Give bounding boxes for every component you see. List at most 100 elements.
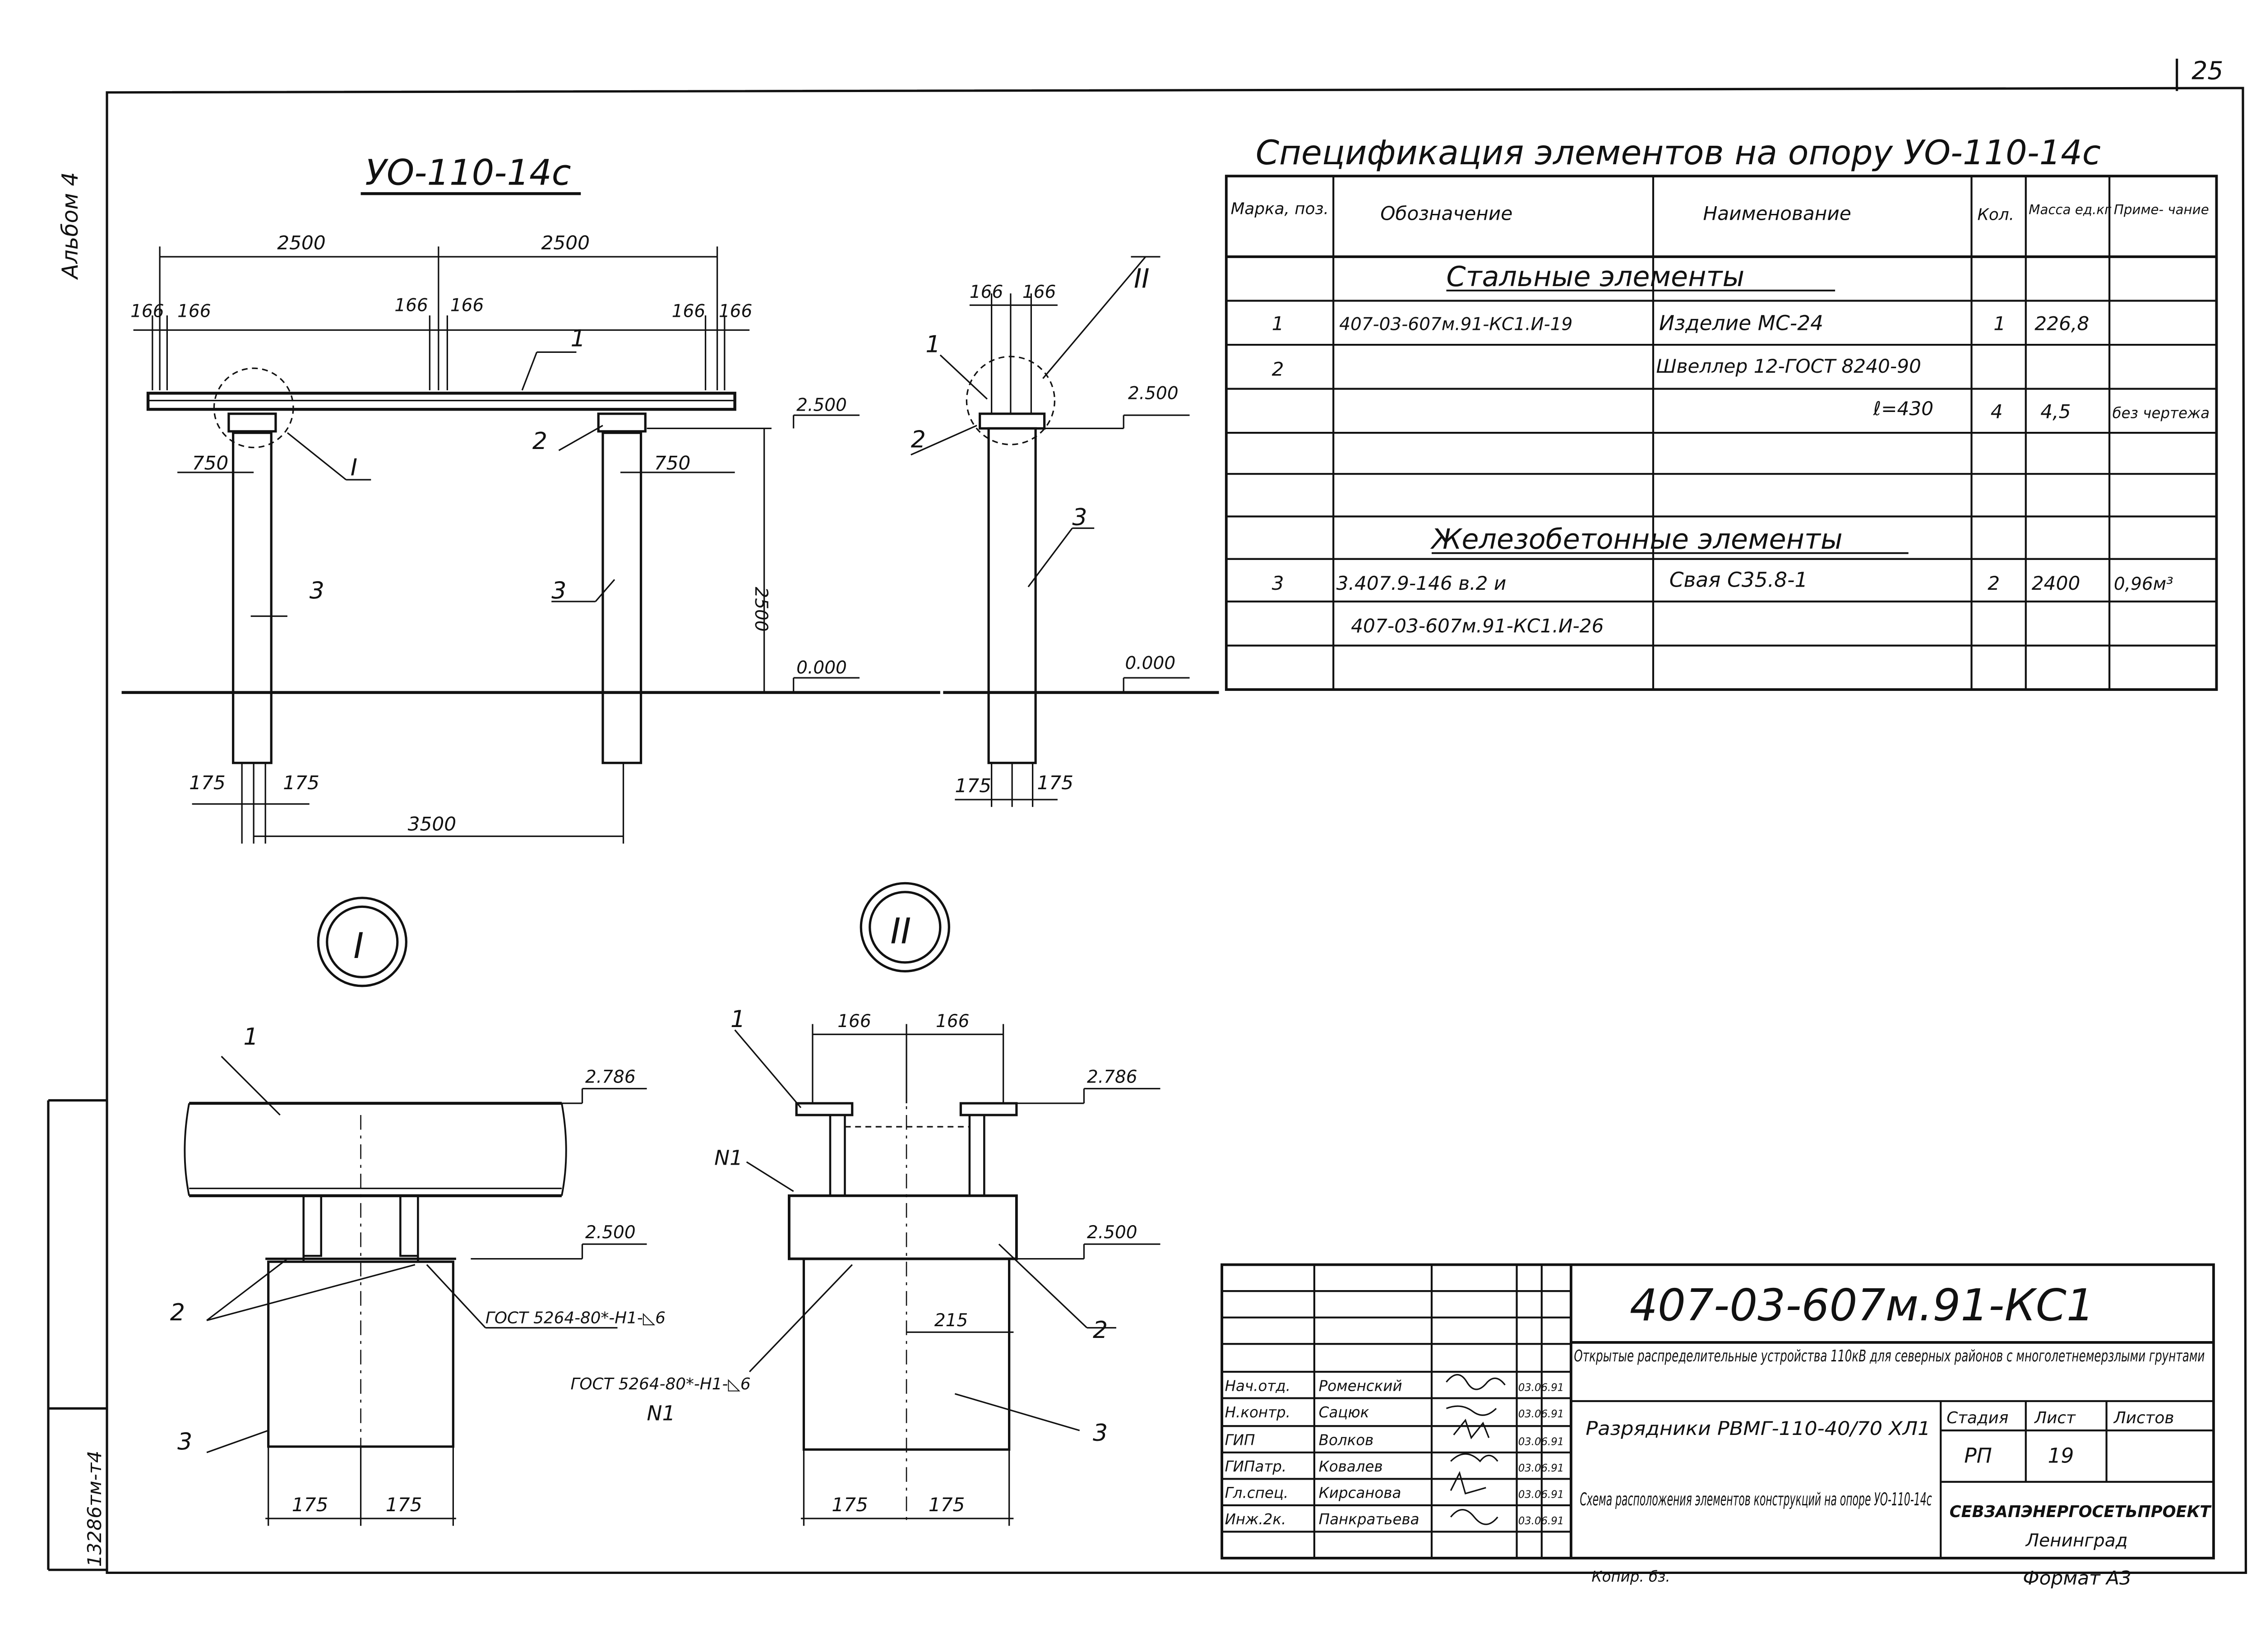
sheets-label: Листов xyxy=(2113,1409,2174,1427)
person-date: 03.06.91 xyxy=(1518,1408,1564,1420)
person-name: Сацюк xyxy=(1319,1404,1369,1421)
spec-section-concrete: Железобетонные элементы xyxy=(1430,523,1843,555)
dim-base: 3500 xyxy=(408,813,457,835)
person-date: 03.06.91 xyxy=(1518,1462,1564,1474)
specification-table xyxy=(1225,175,2218,691)
sheet-label: Лист xyxy=(2034,1409,2076,1427)
spec-cell: ℓ=430 xyxy=(1873,398,1934,420)
album-label: Альбом 4 xyxy=(58,172,83,280)
dim-pitch: 166 xyxy=(719,301,752,321)
page-number: 25 xyxy=(2191,57,2223,86)
dim-pile: 175 xyxy=(955,775,991,797)
spec-cell: 4 xyxy=(1991,401,2003,423)
mark-1: 1 xyxy=(730,1006,745,1033)
spec-cell: 1 xyxy=(1272,313,1284,335)
spec-header: Наименование xyxy=(1703,203,1851,225)
person-role: Н.контр. xyxy=(1225,1404,1290,1421)
spec-title: Спецификация элементов на опору УО-110-1… xyxy=(1256,133,2101,172)
mark-3: 3 xyxy=(177,1428,192,1455)
detail-II-label: II xyxy=(890,912,911,952)
dim-span-left: 2500 xyxy=(277,232,326,254)
mark-2: 2 xyxy=(170,1299,185,1326)
person-role: Инж.2к. xyxy=(1225,1511,1286,1528)
organization: СЕВЗАПЭНЕРГОСЕТЬПРОЕКТ xyxy=(1950,1503,2212,1521)
spec-header: Масса ед.кг xyxy=(2029,202,2112,217)
spec-cell: 226,8 xyxy=(2034,313,2089,335)
spec-cell: 2 xyxy=(1272,358,1284,380)
dim-pile: 175 xyxy=(1037,772,1073,794)
sheet-value: 19 xyxy=(2048,1444,2074,1468)
weld-mark: N1 xyxy=(714,1146,743,1170)
side-stamp: 13286тм-т4 xyxy=(83,1451,106,1567)
level-mid: 2.500 xyxy=(1087,1222,1137,1243)
spec-cell: 2400 xyxy=(2032,572,2080,594)
stage-label: Стадия xyxy=(1946,1409,2008,1427)
level-top: 2.500 xyxy=(796,395,847,415)
mark-3: 3 xyxy=(1093,1420,1108,1447)
mark-3: 3 xyxy=(551,578,566,605)
dim-b: 175 xyxy=(929,1494,965,1516)
spec-cell: 3 xyxy=(1272,572,1284,594)
dim-pitch: 166 xyxy=(450,295,484,315)
level-top: 2.500 xyxy=(1128,383,1179,403)
spec-cell: 1 xyxy=(1993,313,2006,335)
weld-note: ГОСТ 5264-80*-Н1-◺6 xyxy=(570,1375,750,1393)
dim-overhang-left: 750 xyxy=(192,452,229,474)
dim-pile: 175 xyxy=(189,772,226,794)
spec-cell: 2 xyxy=(1988,572,2000,594)
mark-1: 1 xyxy=(243,1023,258,1050)
format-label: Формат А3 xyxy=(2023,1567,2131,1589)
mark-1: 1 xyxy=(925,331,940,358)
person-name: Роменский xyxy=(1319,1377,1402,1394)
person-date: 03.06.91 xyxy=(1518,1436,1564,1448)
mark-2: 2 xyxy=(911,426,926,453)
mark-3: 3 xyxy=(310,578,324,605)
dim-a: 175 xyxy=(832,1494,868,1516)
dim-a: 175 xyxy=(292,1494,328,1516)
level-top: 2.786 xyxy=(585,1067,636,1087)
spec-header: Приме- чание xyxy=(2114,202,2209,217)
project-title: Открытые распределительные устройства 11… xyxy=(1574,1347,2205,1365)
sheet-frame xyxy=(106,87,2247,1574)
person-role: ГИП xyxy=(1225,1432,1255,1449)
copied-note: Копир. бз. xyxy=(1591,1568,1670,1585)
spec-header: Кол. xyxy=(1978,206,2014,224)
spec-cell: 3.407.9-146 в.2 и xyxy=(1336,572,1507,594)
mark-1: 1 xyxy=(570,325,585,352)
dim-span-right: 2500 xyxy=(541,232,590,254)
spec-cell: Изделие МС-24 xyxy=(1659,311,1823,335)
dim-pitch: 166 xyxy=(672,301,705,321)
main-elevation-view xyxy=(121,192,940,844)
spec-cell: 407-03-607м.91-КС1.И-19 xyxy=(1339,315,1572,335)
dim-b: 175 xyxy=(386,1494,422,1516)
detail-I-label: I xyxy=(353,926,364,967)
dim-pitch: 166 xyxy=(177,301,211,321)
person-name: Волков xyxy=(1319,1432,1374,1449)
spec-cell: 0,96м³ xyxy=(2114,574,2173,594)
callout-II: II xyxy=(1134,263,1150,294)
mark-2: 2 xyxy=(1093,1317,1108,1344)
dim-pitch: 166 xyxy=(130,301,164,321)
dim-pitch: 166 xyxy=(394,295,428,315)
person-date: 03.06.91 xyxy=(1518,1515,1564,1527)
signature xyxy=(1446,1374,1506,1390)
person-name: Кирсанова xyxy=(1319,1485,1401,1502)
dim-overhang-right: 750 xyxy=(654,452,691,474)
spec-cell: 4,5 xyxy=(2040,401,2071,423)
spec-cell: 407-03-607м.91-КС1.И-26 xyxy=(1351,615,1604,637)
city: Ленинград xyxy=(2025,1531,2128,1551)
person-date: 03.06.91 xyxy=(1518,1489,1564,1501)
spec-header: Обозначение xyxy=(1380,203,1512,225)
dim-pitch: 166 xyxy=(970,282,1003,302)
level-mid: 2.500 xyxy=(585,1222,636,1243)
object-title: Разрядники РВМГ-110-40/70 ХЛ1 xyxy=(1586,1417,1930,1439)
mark-3: 3 xyxy=(1072,504,1087,531)
level-ground: 0.000 xyxy=(796,657,847,678)
spec-cell: Швеллер 12-ГОСТ 8240-90 xyxy=(1656,355,1921,377)
stage-value: РП xyxy=(1964,1444,1992,1468)
sheet-title: Схема расположения элементов конструкций… xyxy=(1580,1490,1932,1510)
dim-offset: 215 xyxy=(934,1310,968,1331)
side-elevation-view xyxy=(911,256,1219,807)
person-role: Нач.отд. xyxy=(1225,1377,1291,1394)
person-role: ГИПатр. xyxy=(1225,1458,1287,1475)
